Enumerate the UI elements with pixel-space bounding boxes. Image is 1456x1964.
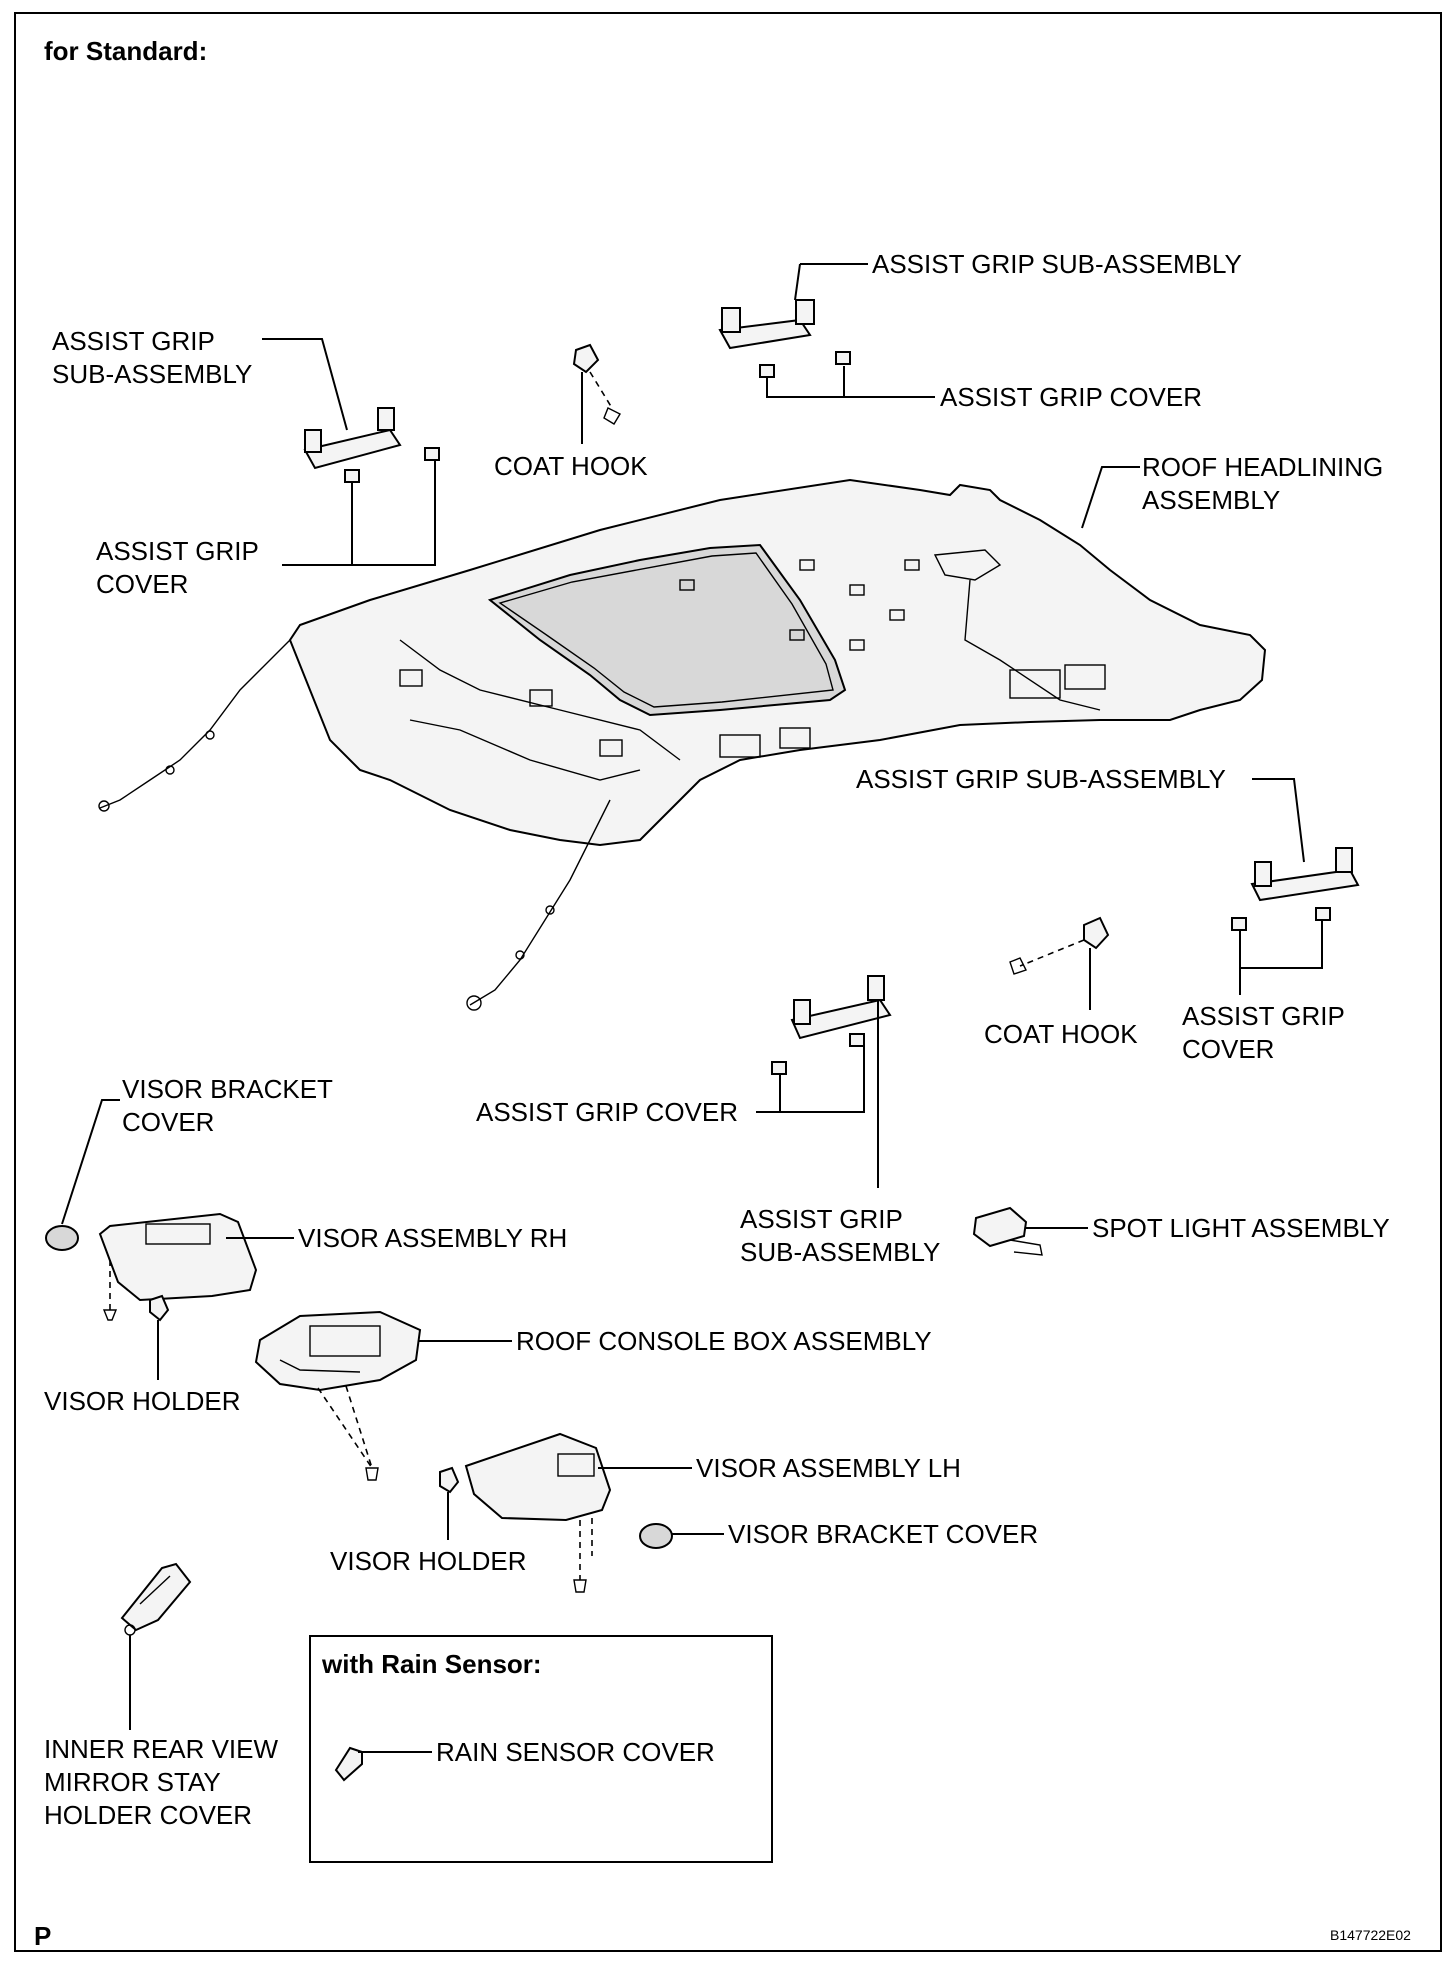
label-assist-grip-sub-assembly-left-line2: SUB-ASSEMBLY bbox=[52, 359, 252, 389]
label-mirror-stay-holder-cover-line1: INNER REAR VIEW bbox=[44, 1734, 278, 1764]
label-roof-console-box-assembly: ROOF CONSOLE BOX ASSEMBLY bbox=[516, 1326, 932, 1356]
label-visor-assembly-rh: VISOR ASSEMBLY RH bbox=[298, 1223, 567, 1253]
label-visor-bracket-cover-left-line2: COVER bbox=[122, 1107, 214, 1137]
label-assist-grip-cover-left-line2: COVER bbox=[96, 569, 188, 599]
roof-headlining-drawing bbox=[98, 478, 1267, 1011]
label-roof-headlining-line2: ASSEMBLY bbox=[1142, 485, 1280, 515]
leader-line bbox=[1252, 778, 1305, 863]
rain-sensor-cover-drawing bbox=[334, 1746, 363, 1782]
label-spot-light-assembly: SPOT LIGHT ASSEMBLY bbox=[1092, 1213, 1390, 1243]
label-visor-holder-mid: VISOR HOLDER bbox=[330, 1546, 527, 1576]
coat-hook-top-drawing bbox=[572, 343, 621, 425]
leader-line bbox=[766, 366, 845, 398]
assist-grip-top-drawing bbox=[718, 299, 851, 378]
label-assist-grip-cover-mid: ASSIST GRIP COVER bbox=[476, 1097, 738, 1127]
leader-line bbox=[779, 1047, 865, 1113]
label-mirror-stay-holder-cover-line3: HOLDER COVER bbox=[44, 1800, 252, 1830]
leader-line bbox=[351, 461, 436, 566]
label-coat-hook-top: COAT HOOK bbox=[494, 451, 648, 481]
section-title: for Standard: bbox=[44, 36, 207, 66]
visor-bracket-cover-left-drawing bbox=[45, 1225, 79, 1251]
label-assist-grip-sub-assembly-right: ASSIST GRIP SUB-ASSEMBLY bbox=[856, 764, 1226, 794]
label-assist-grip-sub-assembly-mid-line1: ASSIST GRIP bbox=[740, 1204, 903, 1234]
visor-bracket-cover-right-drawing bbox=[639, 1523, 673, 1549]
label-visor-assembly-lh: VISOR ASSEMBLY LH bbox=[696, 1453, 961, 1483]
assist-grip-mid-drawing bbox=[771, 975, 892, 1075]
assist-grip-right-drawing bbox=[1231, 847, 1360, 931]
leader-line bbox=[794, 263, 801, 301]
visor-rh-drawing bbox=[98, 1212, 258, 1322]
leader-line bbox=[61, 1099, 120, 1225]
leader-line bbox=[1081, 466, 1140, 529]
label-visor-bracket-cover-right: VISOR BRACKET COVER bbox=[728, 1519, 1038, 1549]
roof-console-drawing bbox=[254, 1310, 422, 1481]
label-roof-headlining-line1: ROOF HEADLINING bbox=[1142, 452, 1383, 482]
label-assist-grip-cover-top: ASSIST GRIP COVER bbox=[940, 382, 1202, 412]
label-rain-sensor-cover: RAIN SENSOR COVER bbox=[436, 1737, 715, 1767]
assist-grip-left-drawing bbox=[303, 407, 440, 483]
label-mirror-stay-holder-cover-line2: MIRROR STAY bbox=[44, 1767, 221, 1797]
rain-sensor-box-title: with Rain Sensor: bbox=[321, 1649, 542, 1679]
label-assist-grip-sub-assembly-top: ASSIST GRIP SUB-ASSEMBLY bbox=[872, 249, 1242, 279]
rain-sensor-box bbox=[309, 1635, 773, 1863]
label-assist-grip-cover-right-line2: COVER bbox=[1182, 1034, 1274, 1064]
label-assist-grip-sub-assembly-left-line1: ASSIST GRIP bbox=[52, 326, 215, 356]
coat-hook-right-drawing bbox=[1009, 916, 1110, 975]
figure-code: B147722E02 bbox=[1330, 1927, 1411, 1943]
leader-line bbox=[1239, 920, 1323, 969]
label-assist-grip-cover-right-line1: ASSIST GRIP bbox=[1182, 1001, 1345, 1031]
page-letter: P bbox=[34, 1921, 51, 1951]
leader-line bbox=[262, 338, 348, 431]
label-visor-holder-left: VISOR HOLDER bbox=[44, 1386, 241, 1416]
label-assist-grip-sub-assembly-mid-line2: SUB-ASSEMBLY bbox=[740, 1237, 940, 1267]
label-assist-grip-cover-left-line1: ASSIST GRIP bbox=[96, 536, 259, 566]
label-coat-hook-right: COAT HOOK bbox=[984, 1019, 1138, 1049]
visor-lh-drawing bbox=[439, 1432, 612, 1593]
spot-light-drawing bbox=[972, 1206, 1043, 1256]
mirror-stay-holder-cover-drawing bbox=[120, 1562, 192, 1636]
label-visor-bracket-cover-left-line1: VISOR BRACKET bbox=[122, 1074, 333, 1104]
